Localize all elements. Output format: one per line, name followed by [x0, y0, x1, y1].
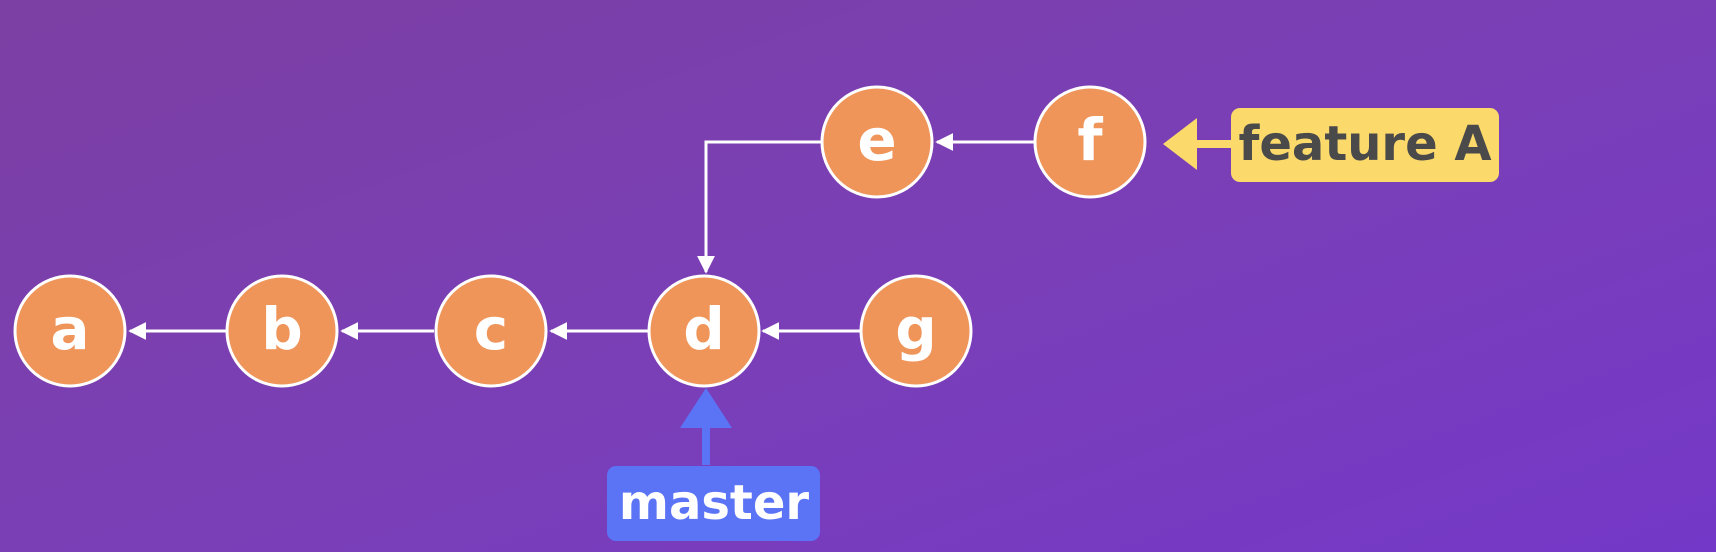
commit-node-f: f	[1033, 85, 1147, 199]
commit-node-d: d	[647, 274, 761, 388]
feature-tag-box	[1231, 108, 1499, 182]
commit-label-c: c	[474, 295, 508, 363]
master-tag-box	[607, 466, 820, 541]
edges	[128, 133, 1034, 340]
master-tag-label: master	[619, 475, 809, 531]
commit-node-a: a	[13, 274, 127, 388]
master-pointer-arrowhead	[680, 388, 732, 428]
commit-node-b: b	[225, 274, 339, 388]
feature-tag-label: feature A	[1238, 116, 1491, 172]
commit-label-g: g	[895, 295, 937, 363]
commit-label-f: f	[1077, 106, 1103, 174]
commit-label-d: d	[683, 295, 725, 363]
commit-node-e: e	[820, 85, 934, 199]
commit-node-c: c	[434, 274, 548, 388]
branch-master: master	[607, 388, 820, 541]
edge-e-to-d	[697, 140, 821, 274]
commit-label-a: a	[50, 295, 89, 363]
commits: a b c d e f g	[13, 85, 1147, 388]
feature-pointer-arrowhead	[1163, 118, 1197, 170]
branch-feature-a: feature A	[1163, 108, 1499, 182]
commit-label-b: b	[261, 295, 303, 363]
commit-label-e: e	[857, 106, 896, 174]
commit-node-g: g	[859, 274, 973, 388]
